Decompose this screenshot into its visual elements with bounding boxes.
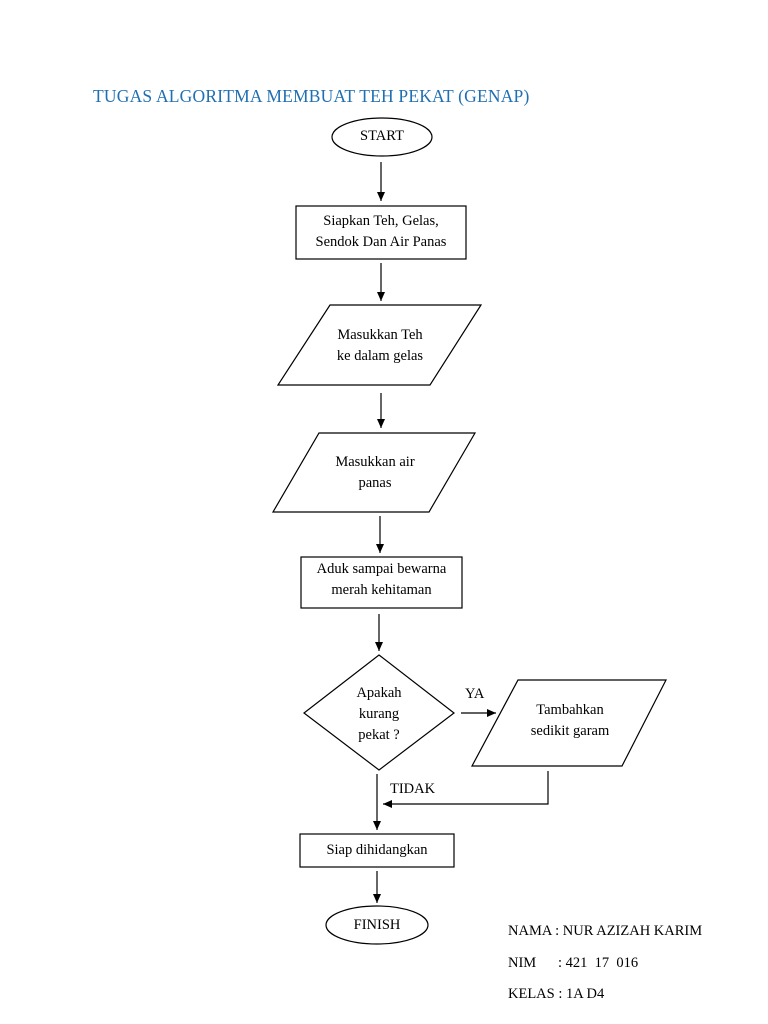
student-class: KELAS : 1A D4 <box>508 986 605 1002</box>
add-salt-label: Tambahkan sedikit garam <box>530 702 610 739</box>
stir-label: Aduk sampai bewarna merah kehitaman <box>316 561 447 598</box>
prepare-process-box <box>295 205 467 260</box>
start-terminal <box>331 117 433 157</box>
decision-label: Apakah kurang pekat ? <box>356 685 402 743</box>
no-edge-label: TIDAK <box>390 781 436 797</box>
start-label: START <box>360 128 404 144</box>
finish-terminal <box>325 905 429 945</box>
student-name: NAMA : NUR AZIZAH KARIM <box>508 923 703 939</box>
student-nim: NIM : 421 17 016 <box>508 955 639 971</box>
insert-tea-io-shape <box>276 304 483 386</box>
decision-diamond <box>303 654 455 771</box>
prepare-label: Siapkan Teh, Gelas, Sendok Dan Air Panas <box>315 213 447 250</box>
serve-process-box <box>299 833 455 868</box>
finish-label: FINISH <box>353 917 401 933</box>
insert-tea-label: Masukkan Teh ke dalam gelas <box>336 327 424 364</box>
serve-label: Siap dihidangkan <box>326 842 428 858</box>
arrow-add-salt-return <box>383 771 549 808</box>
insert-water-label: Masukkan air panas <box>335 454 415 491</box>
insert-water-io-shape <box>271 432 477 513</box>
stir-process-box <box>300 556 463 609</box>
add-salt-io-shape <box>470 679 667 767</box>
page-title: TUGAS ALGORITMA MEMBUAT TEH PEKAT (GENAP… <box>93 86 530 106</box>
yes-edge-label: YA <box>465 686 485 702</box>
